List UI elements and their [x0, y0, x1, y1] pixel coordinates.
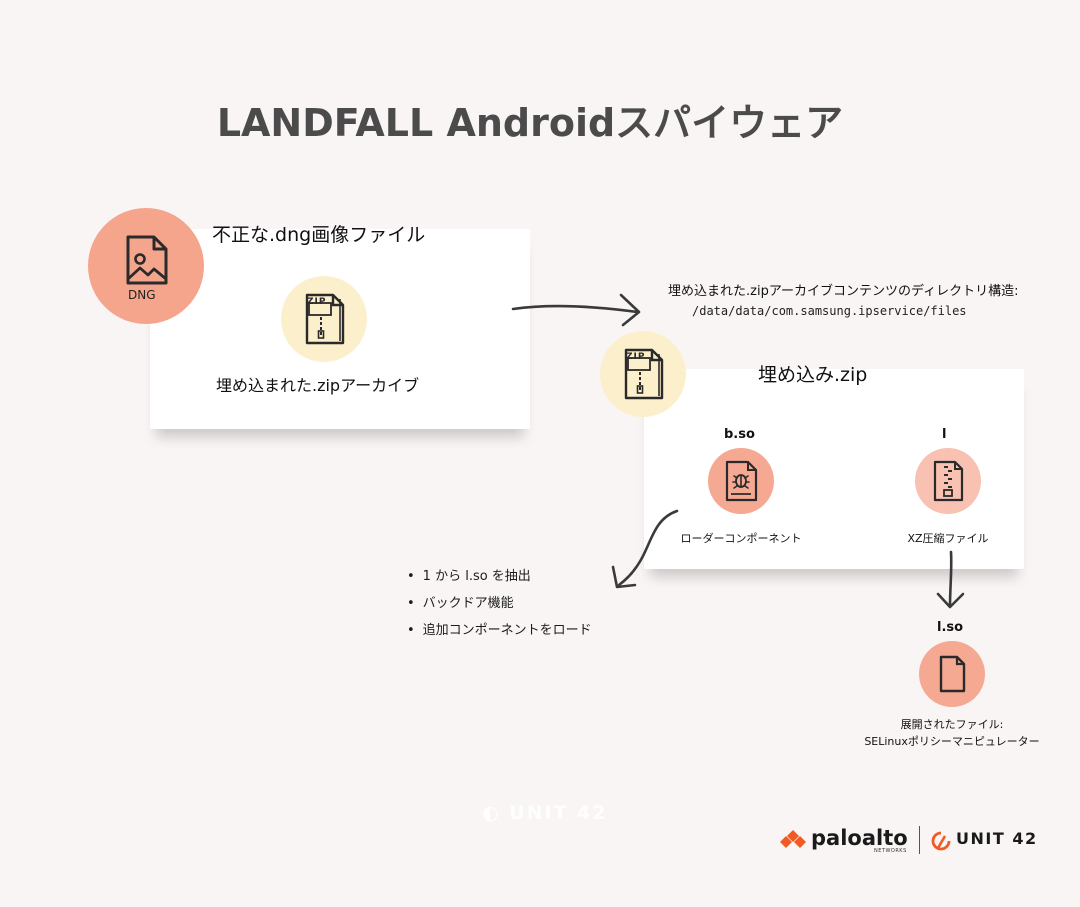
- lso-name: l.so: [937, 620, 964, 635]
- embedded-zip-heading: 埋め込み.zip: [758, 364, 868, 386]
- zip-file-icon: [624, 348, 664, 400]
- paloalto-networks-text: NETWORKS: [874, 848, 907, 854]
- paloalto-wordmark: paloalto: [811, 826, 908, 850]
- watermark-text: UNIT 42: [509, 802, 608, 824]
- bso-circle: [708, 448, 774, 514]
- l-name: l: [942, 427, 947, 442]
- bso-name: b.so: [724, 427, 755, 442]
- zip-icon-text: ZIP: [626, 352, 646, 362]
- list-item: 1 から l.so を抽出: [407, 567, 592, 594]
- dng-heading: 不正な.dng画像ファイル: [212, 224, 426, 246]
- watermark-logo-icon: ◐: [482, 802, 510, 824]
- lso-circle: [919, 641, 985, 707]
- arrow-bso-to-bullets: [611, 509, 679, 589]
- page-title: LANDFALL Androidスパイウェア: [216, 101, 844, 145]
- l-caption: XZ圧縮ファイル: [907, 532, 989, 545]
- paloalto-logo-icon: [780, 830, 806, 848]
- directory-label: 埋め込まれた.zipアーカイブコンテンツのディレクトリ構造:: [668, 284, 1019, 299]
- lso-caption-line1: 展開されたファイル:: [900, 718, 1004, 731]
- file-icon: [939, 655, 966, 693]
- bso-feature-list: 1 から l.so を抽出 バックドア機能 追加コンポーネントをロード: [407, 567, 592, 648]
- unit42-watermark: ◐ UNIT 42: [482, 802, 608, 824]
- dng-icon-label: DNG: [128, 288, 156, 302]
- directory-path: /data/data/com.samsung.ipservice/files: [692, 304, 967, 318]
- lso-caption-line2: SELinuxポリシーマニピュレーター: [864, 735, 1040, 748]
- zip-archive-caption: 埋め込まれた.zipアーカイブ: [216, 376, 420, 395]
- paloalto-logo: paloalto NETWORKS: [776, 826, 916, 856]
- dng-icon-circle: [88, 208, 204, 324]
- list-item: 追加コンポーネントをロード: [407, 621, 592, 648]
- zip-archive-circle: [281, 276, 367, 362]
- zip-icon-text: ZIP: [307, 297, 327, 307]
- embedded-zip-circle: [600, 331, 686, 417]
- footer-divider: [919, 826, 920, 854]
- unit42-logo-icon: [931, 831, 951, 851]
- unit42-wordmark: UNIT 42: [956, 829, 1038, 848]
- arrow-dng-to-zip: [511, 293, 641, 327]
- list-item: バックドア機能: [407, 594, 592, 621]
- compressed-file-icon: [933, 460, 964, 502]
- bso-caption: ローダーコンポーネント: [680, 532, 802, 545]
- zip-file-icon: [305, 293, 345, 345]
- arrow-l-to-lso: [936, 550, 965, 609]
- unit42-logo: UNIT 42: [930, 828, 1045, 852]
- l-circle: [915, 448, 981, 514]
- malware-file-icon: [725, 460, 758, 502]
- image-file-icon: [126, 235, 168, 285]
